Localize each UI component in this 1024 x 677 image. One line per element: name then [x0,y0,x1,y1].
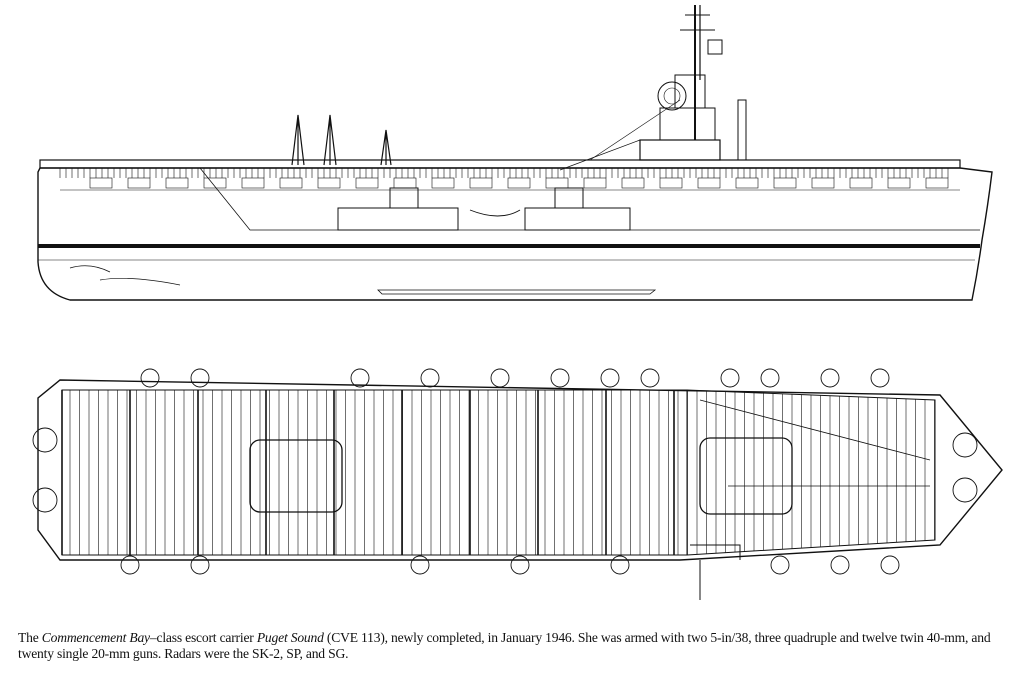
gun-sponson [760,368,780,388]
gun-sponson [830,555,850,575]
gallery-box [431,177,455,189]
gun-sponson [190,555,210,575]
flight-deck-edge [39,159,961,169]
caption-text-1: The [18,630,42,645]
gallery-box [203,177,227,189]
radar-antenna [657,81,687,111]
plan-view [32,368,1003,600]
gallery-box [659,177,683,189]
gun-sponson [820,368,840,388]
gallery-box [469,177,493,189]
gallery-box [773,177,797,189]
gun-sponson [610,555,630,575]
gallery-box [279,177,303,189]
gun-sponson [550,368,570,388]
gallery-box [507,177,531,189]
gun-sponson [490,368,510,388]
island [559,5,747,171]
forward-elevator [699,437,793,515]
gun-sponson [120,555,140,575]
gun-mount [952,432,978,458]
gun-sponson [880,555,900,575]
profile-view [37,5,993,301]
gallery-box [887,177,911,189]
gun-mount [32,427,58,453]
ship-drawing [32,5,1003,600]
caption-ship-name: Puget Sound [256,630,324,645]
figure-caption: The Commencement Bay–class escort carrie… [18,630,1018,662]
gallery-box [393,177,417,189]
gun-mount [952,477,978,503]
gun-sponson [770,555,790,575]
gallery-box [583,177,607,189]
flight-deck-outline [37,379,1003,561]
gun-sponson [350,368,370,388]
gallery-box [735,177,759,189]
caption-text-2: –class escort carrier [149,630,257,645]
gun-sponson [640,368,660,388]
gun-sponson [410,555,430,575]
gallery-box [241,177,265,189]
caption-class-name: Commencement Bay [41,630,150,645]
gallery-box [127,177,151,189]
gallery-box [621,177,645,189]
gun-mount [32,487,58,513]
gun-sponson [510,555,530,575]
gallery-box [317,177,341,189]
gallery-box [925,177,949,189]
gallery-box [811,177,835,189]
gun-sponson [140,368,160,388]
gun-sponson [720,368,740,388]
bilge-keel [377,289,657,295]
gallery-box [355,177,379,189]
hull-outline [37,167,993,301]
gallery-box [697,177,721,189]
gun-sponson [600,368,620,388]
gallery-box [849,177,873,189]
caption-text-3: (CVE 113), newly completed, in January 1… [18,630,991,661]
gun-sponson [870,368,890,388]
aft-elevator [249,439,343,513]
gallery-box [165,177,189,189]
gun-sponson [420,368,440,388]
gallery-box [89,177,113,189]
gallery-box [545,177,569,189]
gun-sponson [190,368,210,388]
deck-cranes [291,114,392,166]
